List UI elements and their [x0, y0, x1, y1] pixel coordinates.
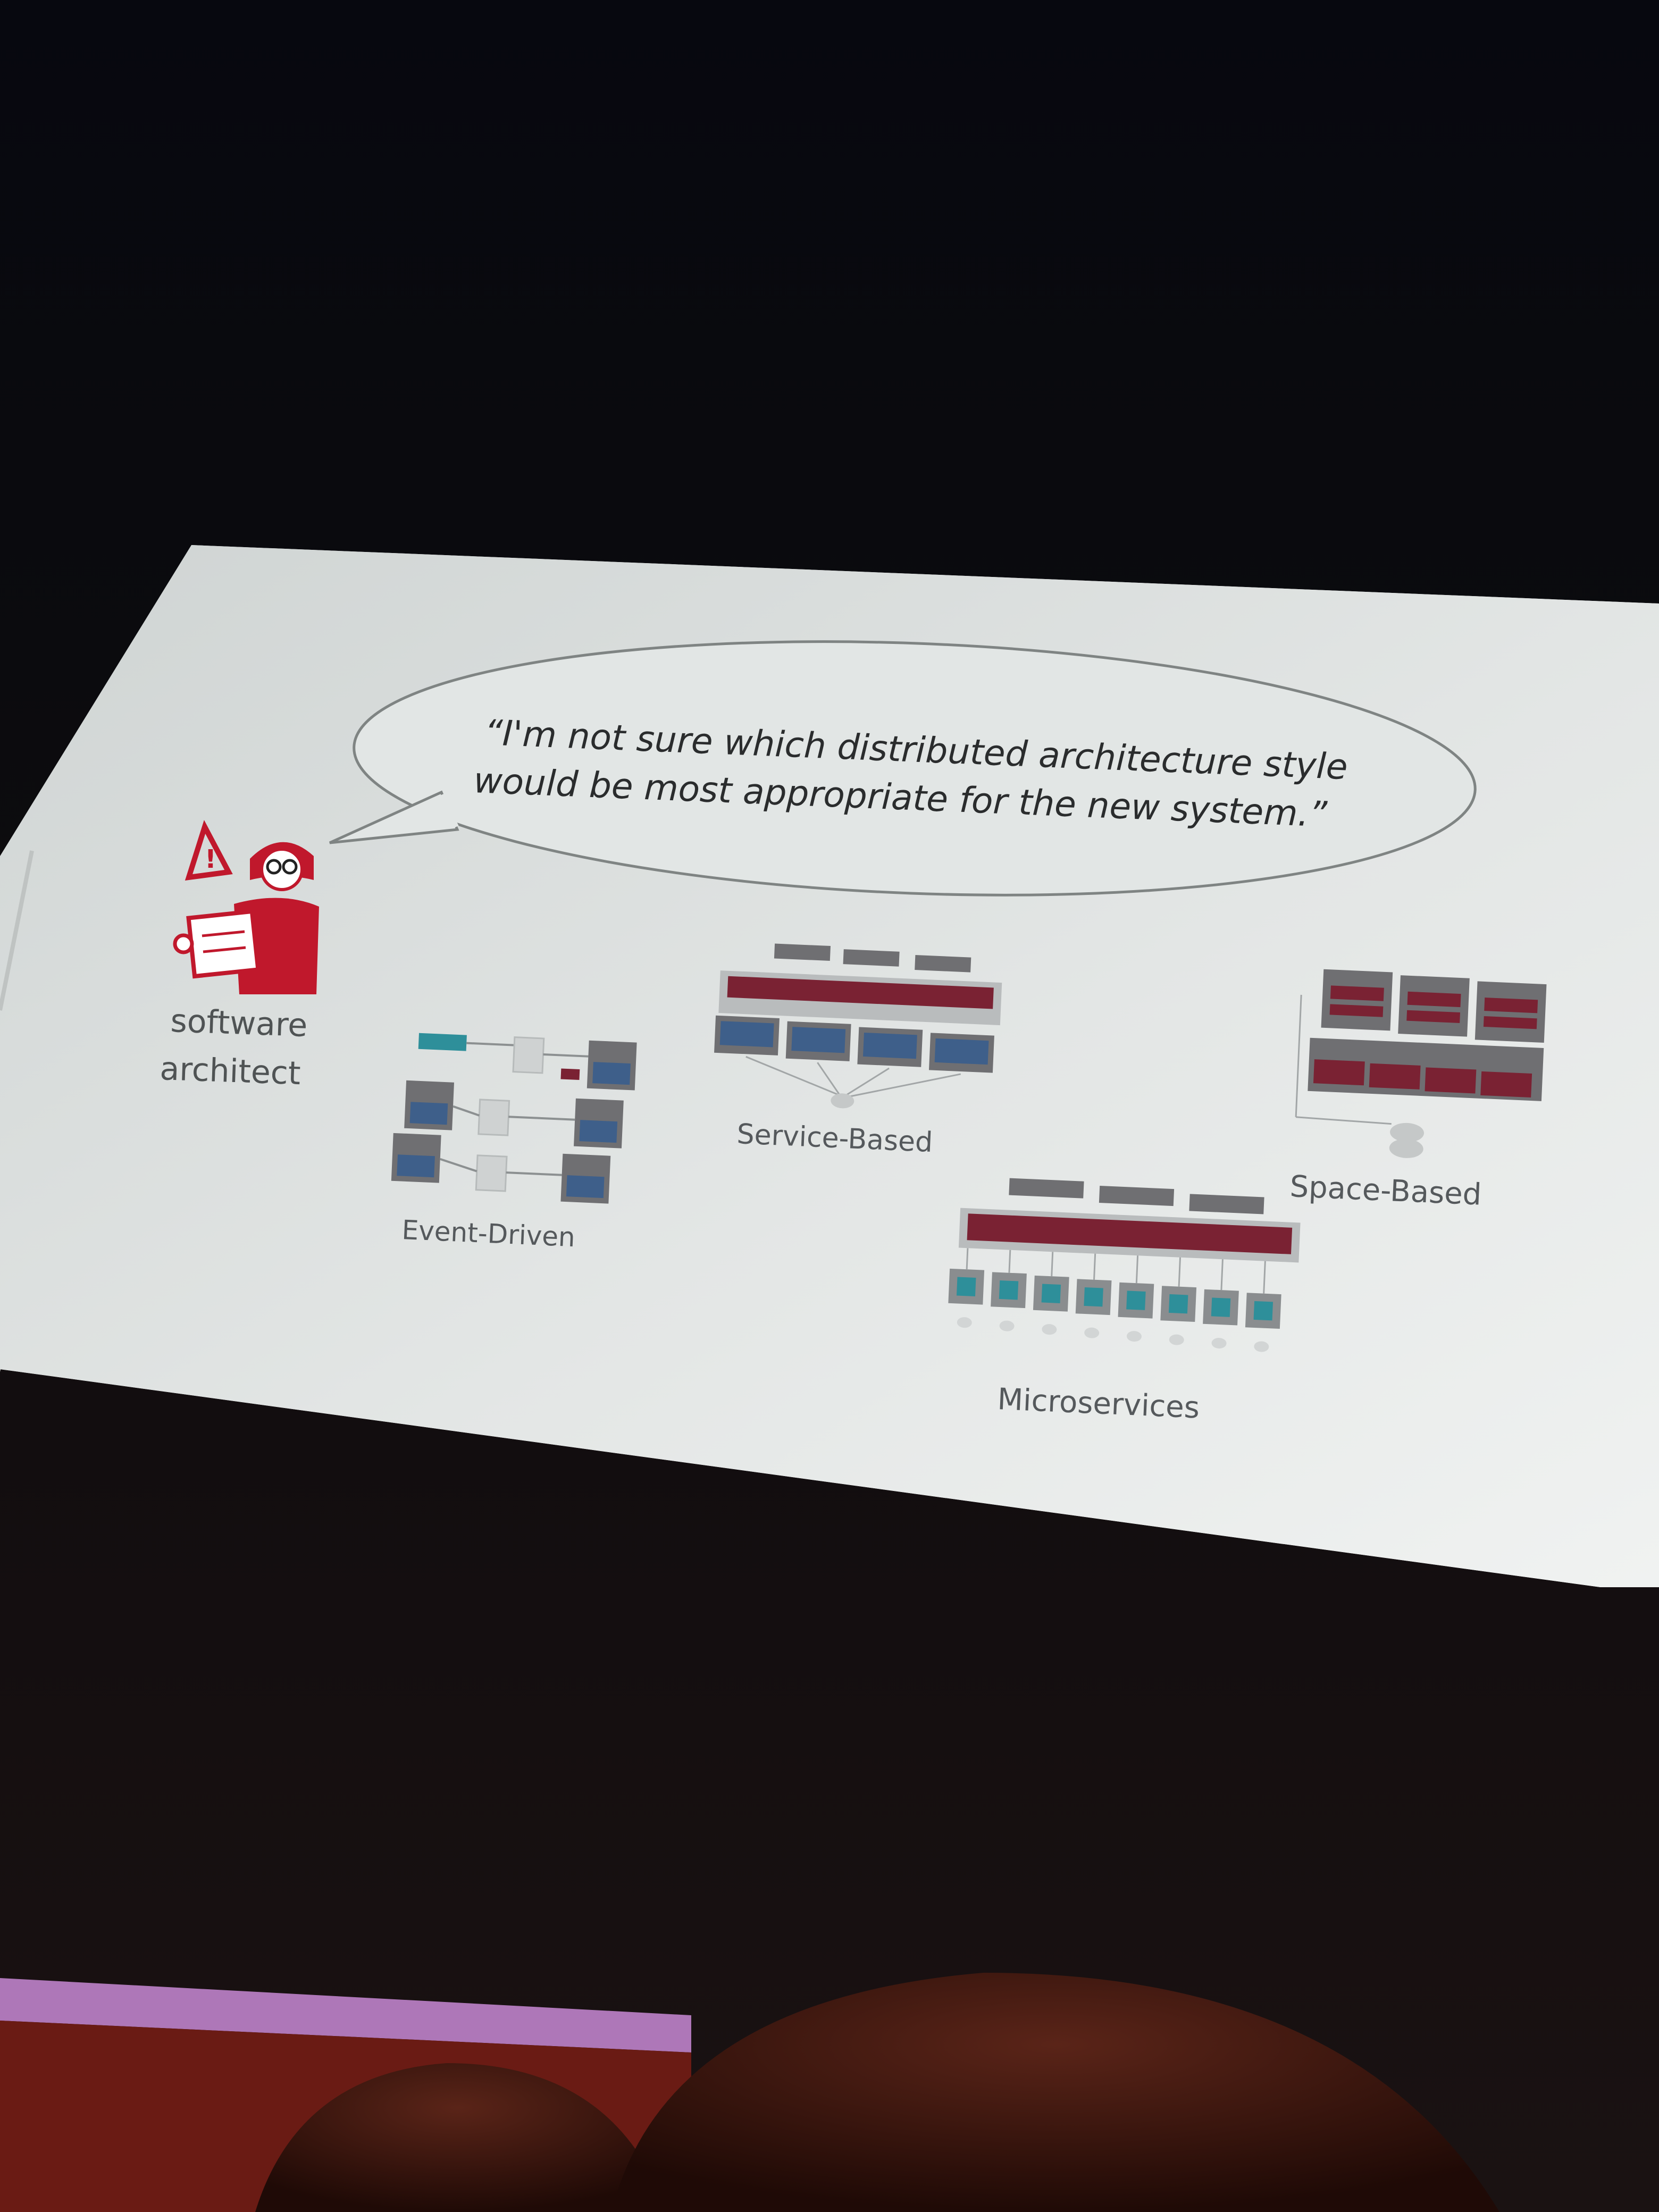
stage-light-strip — [0, 1978, 691, 2052]
microservices-diagram — [948, 1178, 1301, 1352]
architect-label-line-2: architect — [159, 1050, 301, 1092]
blueprint-icon — [186, 909, 261, 979]
label-space-based: Space-Based — [1289, 1169, 1482, 1212]
svg-text:!: ! — [205, 844, 216, 874]
slide-content: “I'm not sure which distributed architec… — [159, 640, 1547, 1426]
audience-head-right — [611, 1973, 1499, 2212]
left-edge-light — [0, 850, 34, 1011]
architect-illustration: ! — [173, 820, 319, 994]
label-event-driven: Event-Driven — [401, 1214, 576, 1253]
warning-triangle-icon — [185, 820, 233, 881]
event-driven-diagram — [391, 1033, 637, 1204]
speech-bubble — [329, 640, 1477, 896]
audience-head-left — [255, 2063, 659, 2212]
space-based-diagram — [1295, 969, 1547, 1158]
architect-head — [250, 842, 314, 891]
microservice-boxes — [948, 1268, 1281, 1329]
architect-label-line-1: software — [170, 1002, 308, 1044]
service-based-diagram — [714, 943, 1002, 1109]
